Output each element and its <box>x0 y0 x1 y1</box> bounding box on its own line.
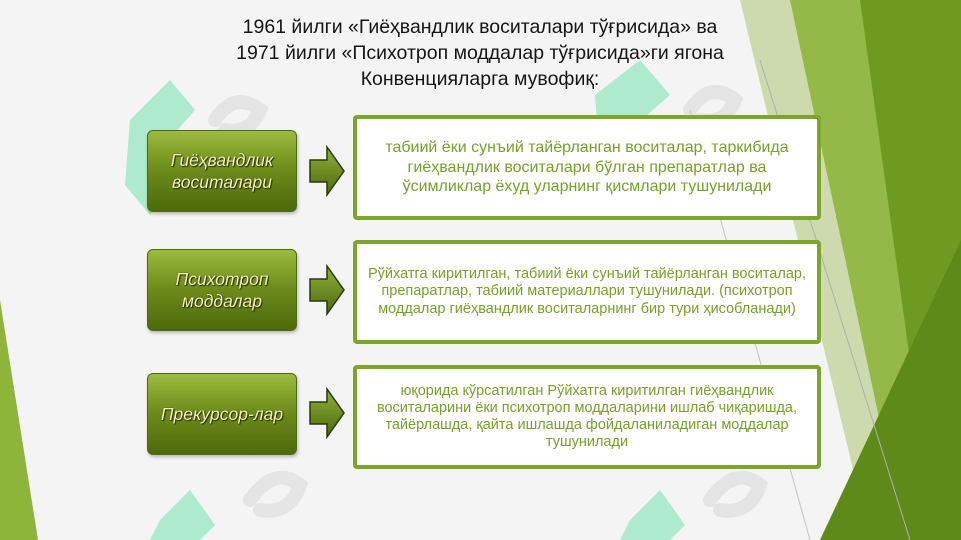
left-green-band <box>0 300 38 540</box>
title-line: 1961 йилги «Гиёҳвандлик воситалари тўғри… <box>242 16 718 38</box>
arrow-right-icon <box>309 264 345 316</box>
title-line: Конвенцияларга мувофиқ: <box>360 68 600 90</box>
term-label: Прекурсор-лар <box>160 404 284 424</box>
title-line: 1971 йилги «Психотроп моддалар тўғрисида… <box>236 42 724 64</box>
term-label: Психотроп моддалар <box>175 269 269 311</box>
arrow-right-icon <box>309 145 345 197</box>
definition-text: табиий ёки сунъий тайёрланган воситалар,… <box>385 139 789 196</box>
definition-text: юқорида кўрсатилган Рўйхатга киритилган … <box>376 383 798 450</box>
term-box-psychotropic: Психотроп моддалар <box>147 249 297 331</box>
right-bottom-band <box>820 240 961 540</box>
term-box-narcotics: Гиёҳвандлик воситалари <box>147 130 297 212</box>
definition-box-psychotropic: Рўйхатга киритилган, табиий ёки сунъий т… <box>353 240 821 344</box>
term-box-precursors: Прекурсор-лар <box>147 373 297 455</box>
definition-box-narcotics: табиий ёки сунъий тайёрланган воситалар,… <box>353 115 821 220</box>
slide-title: 1961 йилги «Гиёҳвандлик воситалари тўғри… <box>150 14 810 92</box>
definition-box-precursors: юқорида кўрсатилган Рўйхатга киритилган … <box>353 365 821 469</box>
arrow-right-icon <box>309 387 345 439</box>
term-label: Гиёҳвандлик воситалари <box>170 150 274 192</box>
definition-text: Рўйхатга киритилган, табиий ёки сунъий т… <box>368 265 806 317</box>
